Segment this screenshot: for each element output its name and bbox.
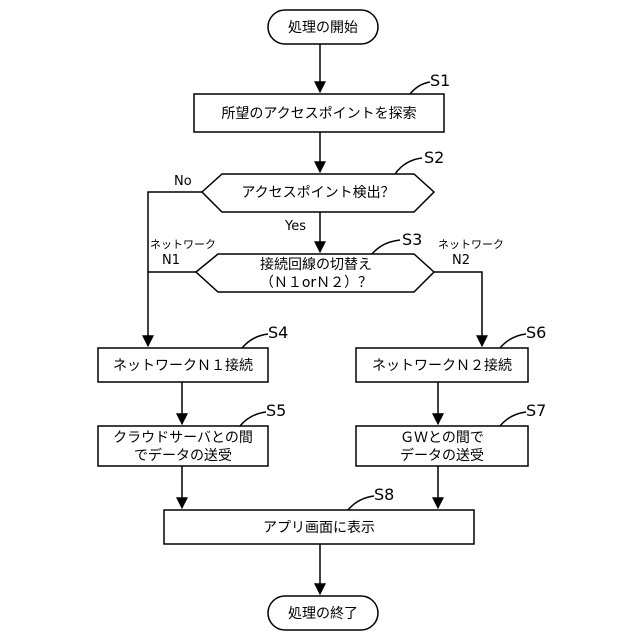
yes-label: Yes: [284, 219, 306, 234]
s1-leader: [410, 82, 430, 94]
no-label: No: [174, 174, 192, 189]
s5-label-line1: クラウドサーバとの間: [113, 430, 253, 446]
n2-label-top: ネットワーク: [438, 238, 504, 251]
s7-step-label: S7: [526, 401, 546, 420]
s7-label-line2: データの送受: [400, 447, 484, 464]
start-node: 処理の開始: [268, 10, 378, 44]
s8-step-label: S8: [374, 485, 394, 504]
s3-leader: [372, 240, 400, 254]
s7-label-line1: ＧＷとの間で: [400, 430, 484, 446]
s5-leader: [240, 412, 266, 426]
s4-step-label: S4: [268, 323, 288, 342]
s4-node: ネットワークＮ１接続 S4: [98, 323, 288, 382]
n2-label-bottom: N2: [452, 253, 470, 268]
s8-leader: [348, 496, 374, 510]
s8-label: アプリ画面に表示: [263, 520, 375, 536]
s1-step-label: S1: [430, 71, 450, 90]
s1-node: 所望のアクセスポイントを探索 S1: [194, 71, 450, 132]
s6-label: ネットワークＮ２接続: [372, 357, 512, 374]
s5-step-label: S5: [266, 401, 286, 420]
s4-label: ネットワークＮ１接続: [113, 357, 253, 374]
s3-label-line2: （Ｎ１orＮ２）？: [260, 275, 372, 291]
s8-node: アプリ画面に表示 S8: [164, 485, 474, 544]
end-node: 処理の終了: [268, 596, 378, 630]
s3-node: 接続回線の切替え （Ｎ１orＮ２）？ S3: [196, 230, 434, 292]
start-label: 処理の開始: [288, 20, 358, 36]
edge-s3-s6-n2: [434, 272, 482, 346]
s3-label-line1: 接続回線の切替え: [260, 256, 372, 273]
end-label: 処理の終了: [288, 606, 358, 622]
s2-label: アクセスポイント検出？: [241, 185, 394, 201]
s4-leader: [242, 334, 268, 348]
n1-label-top: ネットワーク: [150, 238, 216, 251]
s3-step-label: S3: [402, 230, 422, 249]
s1-label: 所望のアクセスポイントを探索: [221, 105, 416, 122]
s7-leader: [500, 412, 526, 426]
s6-node: ネットワークＮ２接続 S6: [356, 323, 546, 382]
s5-node: クラウドサーバとの間 でデータの送受 S5: [98, 401, 286, 466]
s2-step-label: S2: [424, 148, 444, 167]
s5-label-line2: でデータの送受: [134, 447, 232, 464]
s6-step-label: S6: [526, 323, 546, 342]
s7-node: ＧＷとの間で データの送受 S7: [356, 401, 546, 466]
s2-leader: [395, 158, 422, 174]
edge-s2-s4-no: [148, 192, 202, 346]
n1-label-bottom: N1: [162, 253, 180, 268]
s2-node: アクセスポイント検出？ S2: [202, 148, 444, 212]
s6-leader: [500, 334, 526, 348]
